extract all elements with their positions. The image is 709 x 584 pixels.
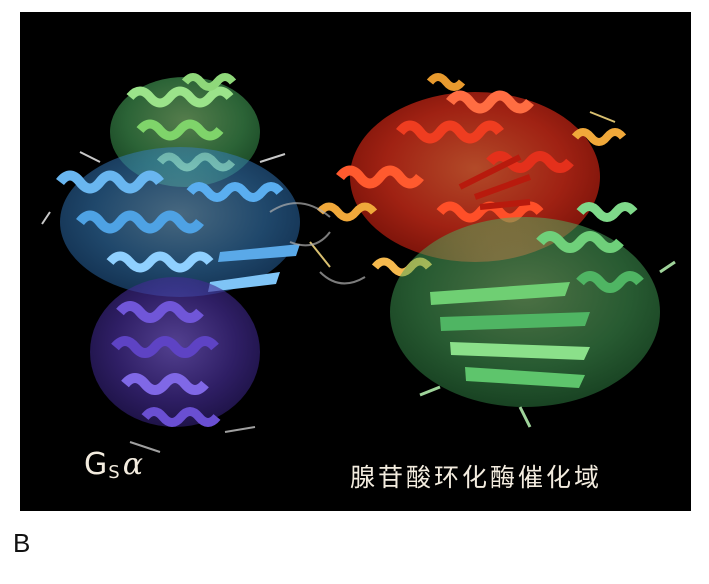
- gs-alpha-purple-helices: [90, 277, 260, 453]
- gs-alpha-label-greek: α: [122, 447, 143, 482]
- panel-label: B: [13, 528, 31, 558]
- catalytic-domain-green-sheets: [390, 202, 676, 428]
- gs-alpha-label-main: G: [84, 447, 108, 482]
- gs-alpha-label-subscript: S: [108, 462, 120, 483]
- connecting-loops: [269, 202, 366, 285]
- gs-alpha-blue-helices: [41, 147, 300, 297]
- adenylyl-cyclase-catalytic-domain-label: 腺苷酸环化酶催化域: [350, 463, 603, 492]
- protein-ribbon-rendering: [41, 73, 676, 453]
